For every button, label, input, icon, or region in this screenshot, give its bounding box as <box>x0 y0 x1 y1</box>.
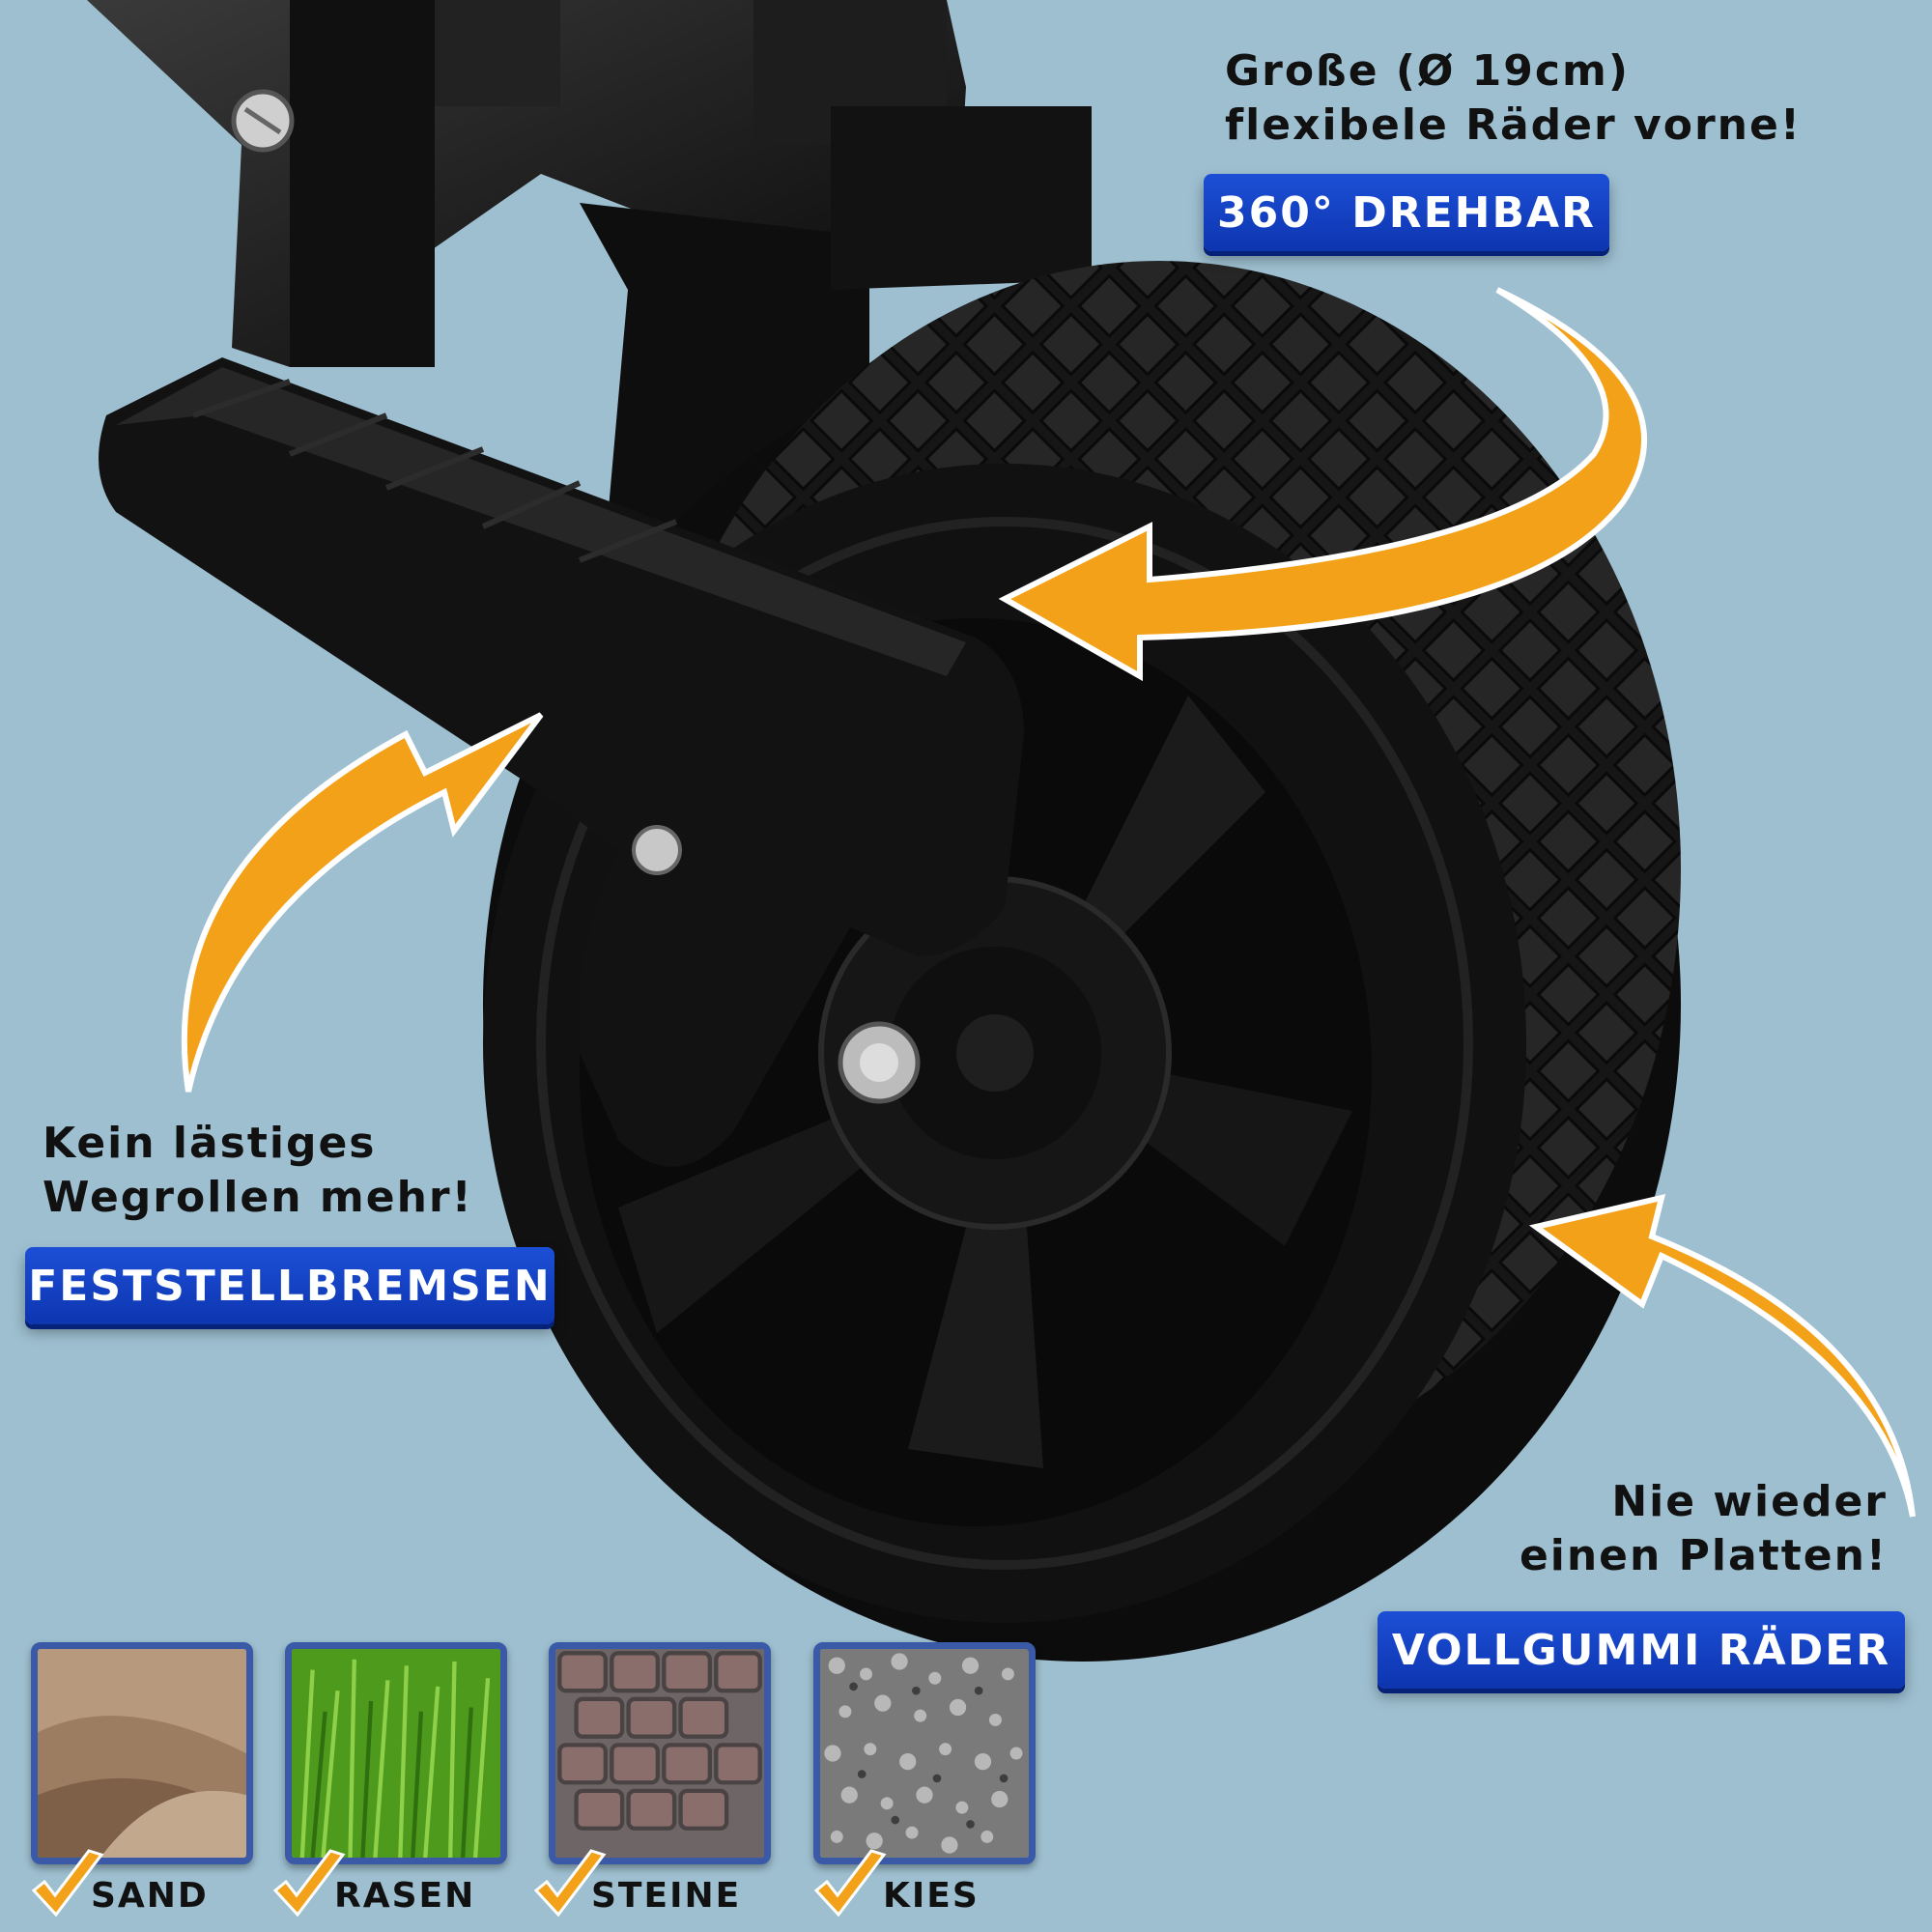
sand-texture-icon <box>38 1649 246 1858</box>
badge-swivel: 360° DREHBAR <box>1204 174 1609 251</box>
checkmark-icon <box>813 1849 887 1918</box>
badge-tyre: VOLLGUMMI RÄDER <box>1378 1611 1905 1689</box>
pivot-screw-icon <box>632 825 682 875</box>
callout-tyre-line2: einen Platten! <box>1519 1531 1888 1580</box>
callout-brake-line1: Kein lästiges <box>43 1119 377 1168</box>
badge-brake: FESTSTELLBREMSEN <box>25 1247 554 1324</box>
checkmark-icon <box>272 1849 346 1918</box>
brake-pedal <box>99 357 1024 1167</box>
arrow-swivel <box>998 287 1648 682</box>
gravel-texture-icon <box>820 1649 1029 1858</box>
callout-swivel-line2: flexibele Räder vorne! <box>1225 100 1802 150</box>
arrow-tyre <box>1528 1193 1916 1518</box>
surface-list: SAND RASEN STEINE KIES <box>29 1642 1053 1932</box>
callout-brake-line2: Wegrollen mehr! <box>43 1173 473 1222</box>
surface-tile-gravel <box>813 1642 1036 1864</box>
cobblestone-texture-icon <box>555 1649 764 1858</box>
surface-tile-cobblestone <box>549 1642 771 1864</box>
surface-label-sand: SAND <box>91 1876 209 1916</box>
grass-texture-icon <box>292 1649 500 1858</box>
callout-tyre-line1: Nie wieder <box>1611 1477 1888 1526</box>
surface-tile-sand <box>31 1642 253 1864</box>
arrow-brake <box>181 712 544 1093</box>
callout-swivel-line1: Große (Ø 19cm) <box>1225 46 1630 96</box>
surface-label-gravel: KIES <box>883 1876 980 1916</box>
callout-brake-text: Kein lästiges Wegrollen mehr! <box>43 1117 473 1225</box>
surface-label-cobblestone: STEINE <box>591 1876 742 1916</box>
callout-tyre-text: Nie wieder einen Platten! <box>1520 1475 1888 1583</box>
surface-label-grass: RASEN <box>334 1876 476 1916</box>
callout-swivel-text: Große (Ø 19cm) flexibele Räder vorne! <box>1225 44 1802 153</box>
checkmark-icon <box>533 1849 607 1918</box>
surface-tile-grass <box>285 1642 507 1864</box>
checkmark-icon <box>31 1849 104 1918</box>
cart-frame <box>87 0 1092 676</box>
